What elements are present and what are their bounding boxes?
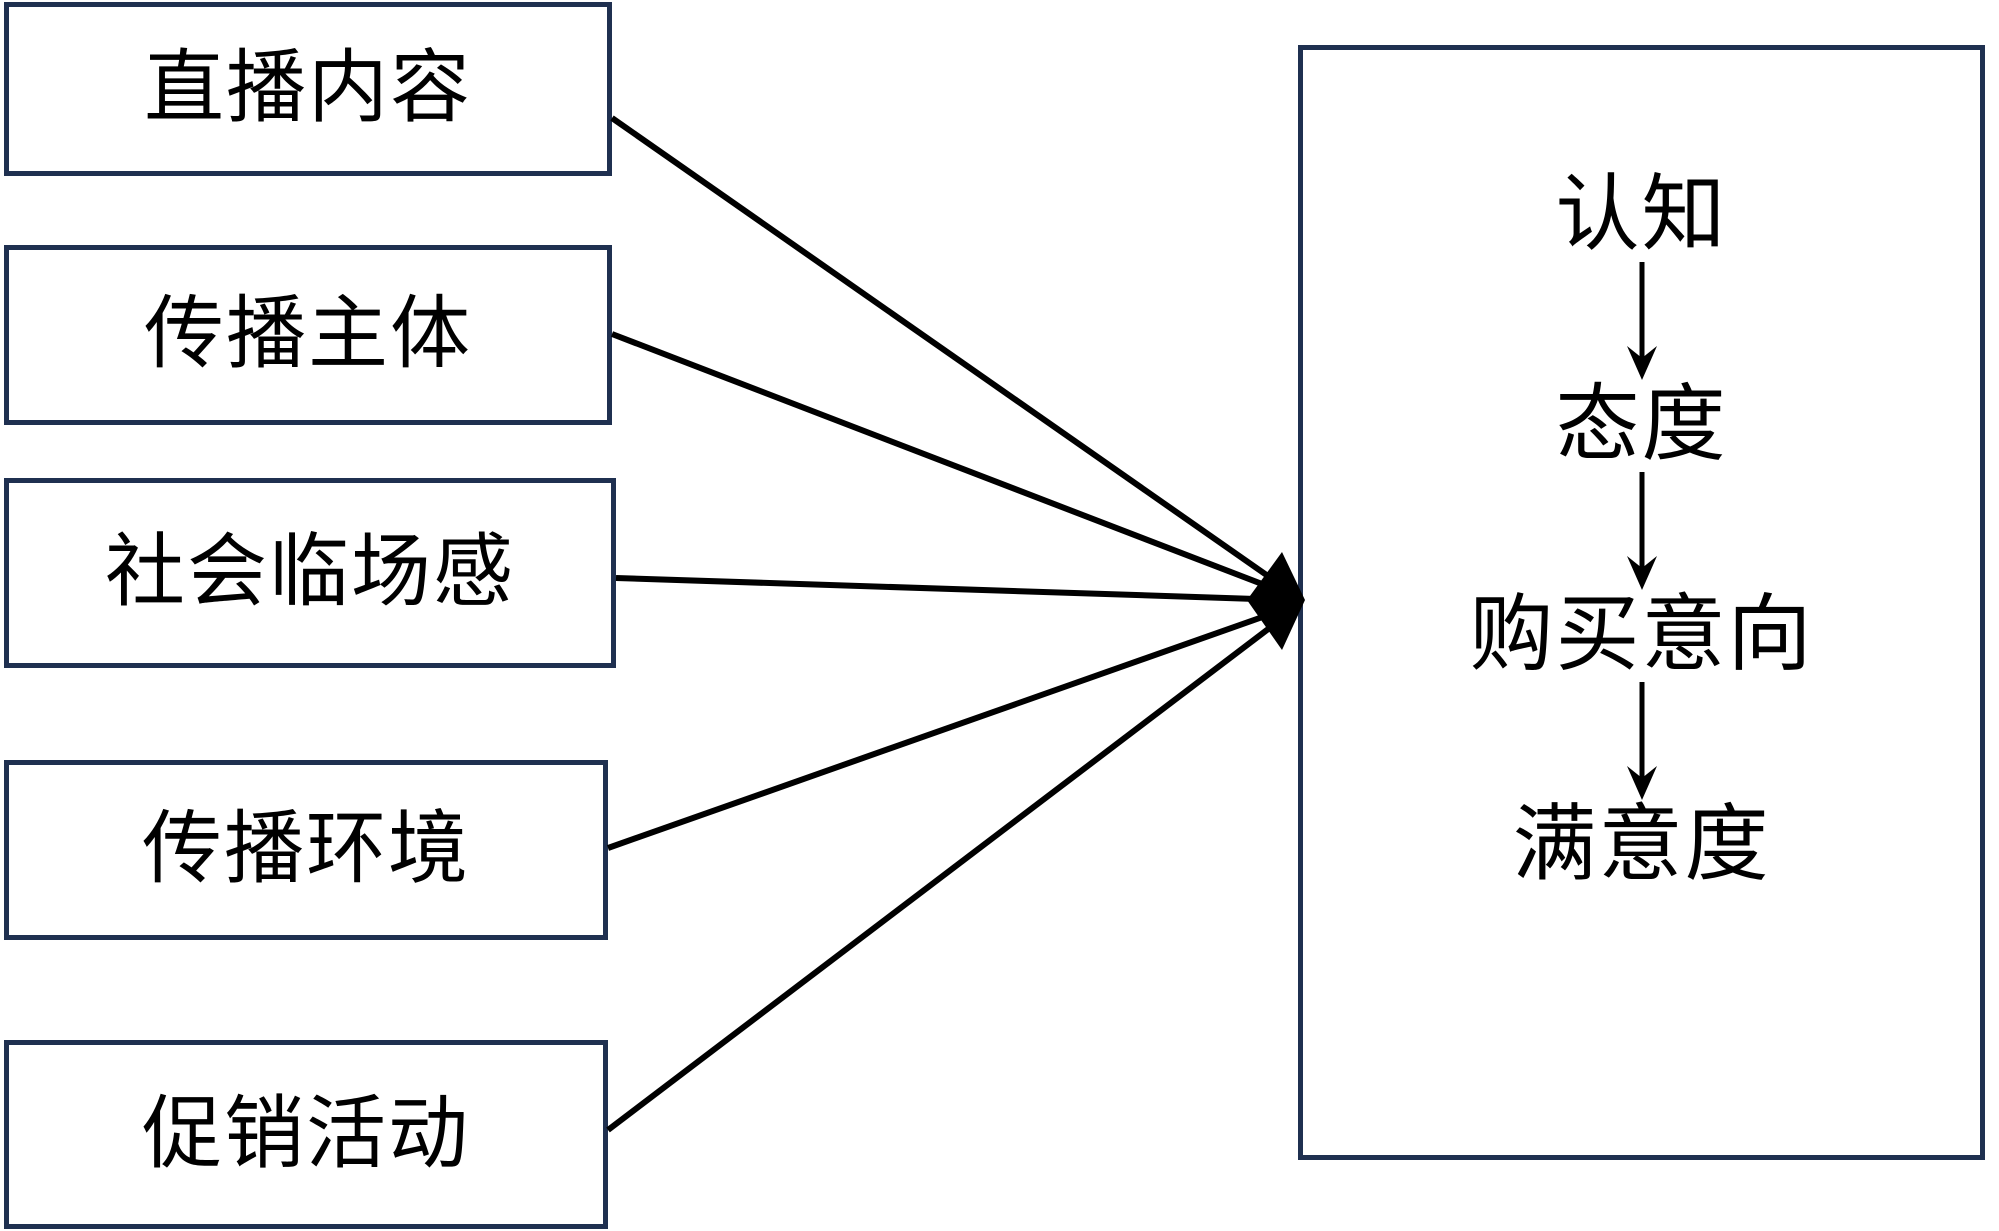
outcome-panel[interactable]: 认知 态度 购买意向 满意度 <box>1298 45 1985 1160</box>
chain-node-purchase-intention: 购买意向 <box>1469 589 1814 682</box>
connector-line-social-presence <box>615 575 1289 603</box>
factor-box-live-content[interactable]: 直播内容 <box>4 2 612 176</box>
factor-box-label: 传播主体 <box>144 291 472 379</box>
factor-box-label: 直播内容 <box>144 45 472 133</box>
factor-box-comm-environment[interactable]: 传播环境 <box>4 760 608 940</box>
connector-line-comm-environment <box>607 605 1289 851</box>
factor-box-promotion-activity[interactable]: 促销活动 <box>4 1040 608 1229</box>
chain-arrow-down-icon <box>1626 472 1657 590</box>
chain-node-cognition: 认知 <box>1555 169 1728 262</box>
convergence-arrowhead-icon <box>1247 552 1305 650</box>
connector-line-promotion-activity <box>606 611 1290 1133</box>
factor-box-label: 社会临场感 <box>105 529 515 617</box>
chain-node-attitude: 态度 <box>1555 379 1728 472</box>
connector-line-communicator <box>610 331 1290 597</box>
connector-line-live-content <box>610 115 1290 593</box>
chain-node-satisfaction: 满意度 <box>1512 799 1771 892</box>
outcome-chain: 认知 态度 购买意向 满意度 <box>1303 170 1980 892</box>
factor-box-label: 传播环境 <box>142 806 470 894</box>
factor-box-social-presence[interactable]: 社会临场感 <box>4 478 616 668</box>
factor-box-label: 促销活动 <box>142 1090 470 1179</box>
chain-arrow-down-icon <box>1626 682 1657 800</box>
factor-box-communicator[interactable]: 传播主体 <box>4 245 612 425</box>
chain-arrow-down-icon <box>1626 262 1657 380</box>
